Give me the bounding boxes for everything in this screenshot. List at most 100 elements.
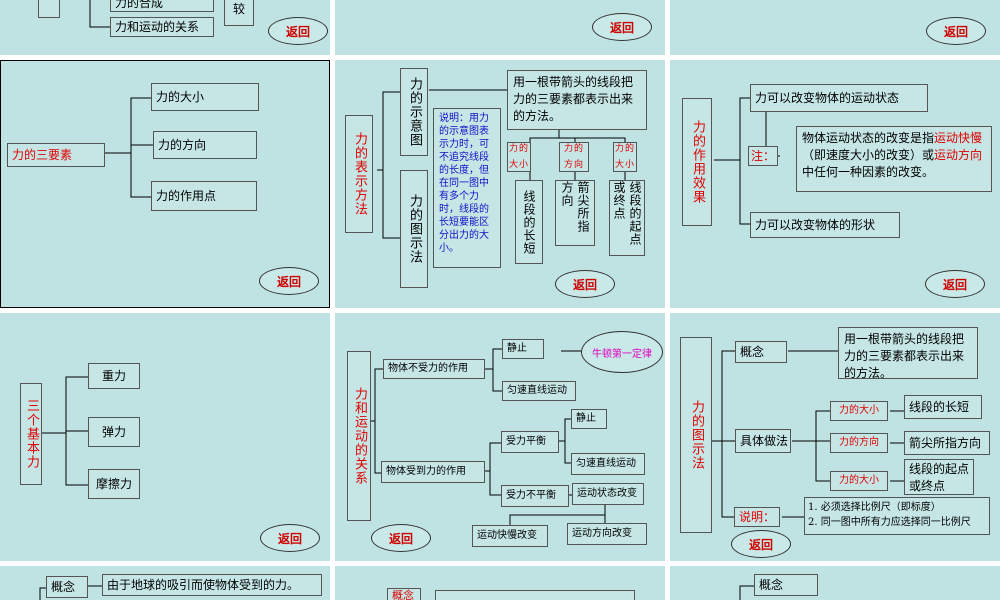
definition-box bbox=[435, 590, 635, 600]
return-button[interactable]: 返回 bbox=[260, 524, 320, 552]
note-label: 注： bbox=[751, 149, 776, 163]
note-item: 1. 必须选择比例尺（即标度） bbox=[808, 502, 941, 513]
node-motion-state: 力可以改变物体的运动状态 bbox=[750, 84, 928, 112]
note-text: 物体运动状态的改变是指运动快慢（即速度大小的改变）或运动方向中任何一种因素的改变… bbox=[802, 130, 986, 181]
node-concept: 概念 bbox=[754, 574, 818, 596]
element-direction: 力的方向 bbox=[559, 142, 589, 172]
node-uniform2: 匀速直线运动 bbox=[571, 453, 645, 475]
node-direction: 力的方向 bbox=[153, 131, 257, 159]
element-size: 力的大小 bbox=[613, 142, 637, 172]
slide-bottom-middle: 概念 bbox=[335, 566, 665, 600]
detail-label: 线段的长短 bbox=[909, 400, 970, 414]
node-practice: 具体做法 bbox=[735, 429, 791, 453]
label-box-force-synthesis: 力的合成 bbox=[110, 0, 214, 12]
slide-three-elements: 力的三要素 力的大小 力的方向 力的作用点 返回 bbox=[0, 60, 330, 308]
slide-top-left: 力的合成 力和运动的关系 较 返回 bbox=[0, 0, 330, 55]
node-label: 概念 bbox=[740, 345, 765, 359]
slide-bottom-right: 概念 bbox=[670, 566, 1000, 600]
node-label: 力可以改变物体的形状 bbox=[755, 218, 876, 232]
node-magnitude: 力的大小 bbox=[151, 83, 259, 111]
root-label: 力和运动的关系 bbox=[352, 387, 367, 485]
root-label: 力的三要素 bbox=[12, 148, 73, 162]
slide-bottom-left: 概念 由于地球的吸引而使物体受到的力。 bbox=[0, 566, 330, 600]
node-label: 匀速直线运动 bbox=[576, 458, 636, 469]
node-label: 受力不平衡 bbox=[506, 490, 556, 501]
node-label: 力的图示法 bbox=[407, 194, 422, 264]
slide-force-motion: 力和运动的关系 物体不受力的作用 静止 匀速直线运动 牛顿第一定律 物体受到力的… bbox=[335, 313, 665, 561]
root-node: 力的三要素 bbox=[7, 143, 105, 167]
note-part: （即速度大小的改变）或 bbox=[802, 148, 935, 162]
return-button[interactable]: 返回 bbox=[371, 524, 431, 552]
node-elastic: 弹力 bbox=[88, 417, 140, 447]
node-graphic: 力的图示法 bbox=[400, 170, 428, 288]
note-item: 2. 同一图中所有力应选择同一比例尺 bbox=[808, 517, 971, 528]
root-label: 力的图示法 bbox=[689, 400, 704, 470]
connector-lines bbox=[105, 97, 153, 198]
note-label-box: 说明： bbox=[734, 507, 780, 527]
connector-lines bbox=[371, 348, 606, 525]
node-label: 弹力 bbox=[101, 425, 126, 439]
root-node: 力的图示法 bbox=[680, 337, 712, 533]
concept-text: 用一根带箭头的线段把力的三要素都表示出来的方法。 bbox=[844, 332, 965, 380]
node-rest2: 静止 bbox=[571, 409, 607, 429]
node-label: 概念 bbox=[392, 589, 414, 600]
root-label: 力的表示方法 bbox=[352, 132, 367, 216]
note-box: 说明：用力的示意图表示力时，可不追究线段的长度，但在同一图中有多个力时，线段的长… bbox=[433, 108, 501, 268]
note-label-box: 注： bbox=[748, 146, 778, 166]
detail-label: 箭尖所指方向 bbox=[909, 436, 982, 450]
definition-box: 用一根带箭头的线段把力的三要素都表示出来的方法。 bbox=[507, 70, 647, 130]
note-part: 物体运动状态的改变是指 bbox=[802, 131, 935, 145]
detail-point: 线段的起点或终点 bbox=[609, 180, 645, 256]
connector-lines bbox=[377, 89, 626, 239]
node-label: 受力平衡 bbox=[506, 436, 546, 447]
node-label: 静止 bbox=[507, 343, 527, 354]
label-text: 较 bbox=[232, 2, 245, 16]
node-label: 物体受到力的作用 bbox=[386, 466, 466, 477]
node-label: 运动状态改变 bbox=[577, 488, 637, 499]
node-label: 运动方向改变 bbox=[572, 528, 632, 539]
return-button[interactable]: 返回 bbox=[592, 13, 652, 41]
slide-top-middle: 返回 bbox=[335, 0, 665, 55]
node-label: 静止 bbox=[576, 413, 596, 424]
detail-direction: 箭尖所指方向 bbox=[904, 431, 990, 455]
return-button[interactable]: 返回 bbox=[555, 270, 615, 298]
return-button[interactable]: 返回 bbox=[259, 267, 319, 295]
node-schematic: 力的示意图 bbox=[400, 68, 428, 156]
return-button[interactable]: 返回 bbox=[731, 530, 791, 558]
label-box-force-motion: 力和运动的关系 bbox=[110, 17, 214, 37]
node-label: 摩擦力 bbox=[95, 477, 132, 491]
root-node: 三个基本力 bbox=[20, 383, 42, 485]
note-part: 中任何一种因素的改变。 bbox=[802, 165, 935, 179]
detail-label: 线段的起点或终点 bbox=[909, 462, 970, 493]
return-button[interactable]: 返回 bbox=[268, 17, 328, 45]
note-highlight: 运动快慢 bbox=[934, 131, 983, 145]
element-magnitude: 力的大小 bbox=[507, 142, 531, 172]
return-button[interactable]: 返回 bbox=[925, 270, 985, 298]
connector-lines bbox=[39, 585, 102, 600]
node-application-point: 力的作用点 bbox=[151, 181, 257, 211]
connector-lines bbox=[739, 585, 754, 600]
return-button[interactable]: 返回 bbox=[926, 17, 986, 45]
detail-length: 线段的长短 bbox=[904, 395, 982, 419]
label-text: 力和运动的关系 bbox=[115, 20, 200, 34]
definition-text: 用一根带箭头的线段把力的三要素都表示出来的方法。 bbox=[513, 75, 634, 123]
label-box-1 bbox=[38, 0, 60, 18]
element-label: 力的方向 bbox=[839, 437, 879, 448]
note-label: 说明： bbox=[739, 510, 776, 524]
detail-label: 线段的长短 bbox=[522, 189, 536, 255]
node-concept: 概念 bbox=[46, 576, 88, 598]
node-label: 力的示意图 bbox=[407, 77, 422, 147]
root-label: 力的作用效果 bbox=[690, 120, 705, 204]
notes-list: 1. 必须选择比例尺（即标度） 2. 同一图中所有力应选择同一比例尺 bbox=[808, 500, 971, 530]
connector-lines bbox=[89, 0, 110, 28]
node-speed-change: 运动快慢改变 bbox=[472, 525, 548, 547]
node-direction-change: 运动方向改变 bbox=[567, 523, 647, 545]
root-node: 力的作用效果 bbox=[682, 98, 712, 226]
node-label: 物体不受力的作用 bbox=[388, 363, 468, 374]
node-force: 物体受到力的作用 bbox=[381, 461, 485, 483]
slide-basic-forces: 三个基本力 重力 弹力 摩擦力 返回 bbox=[0, 313, 330, 561]
element-label: 力的大小 bbox=[839, 475, 879, 486]
newton-first-law-bubble: 牛顿第一定律 bbox=[581, 331, 663, 373]
element-label: 力的大小 bbox=[615, 144, 636, 170]
node-shape: 力可以改变物体的形状 bbox=[750, 212, 900, 238]
